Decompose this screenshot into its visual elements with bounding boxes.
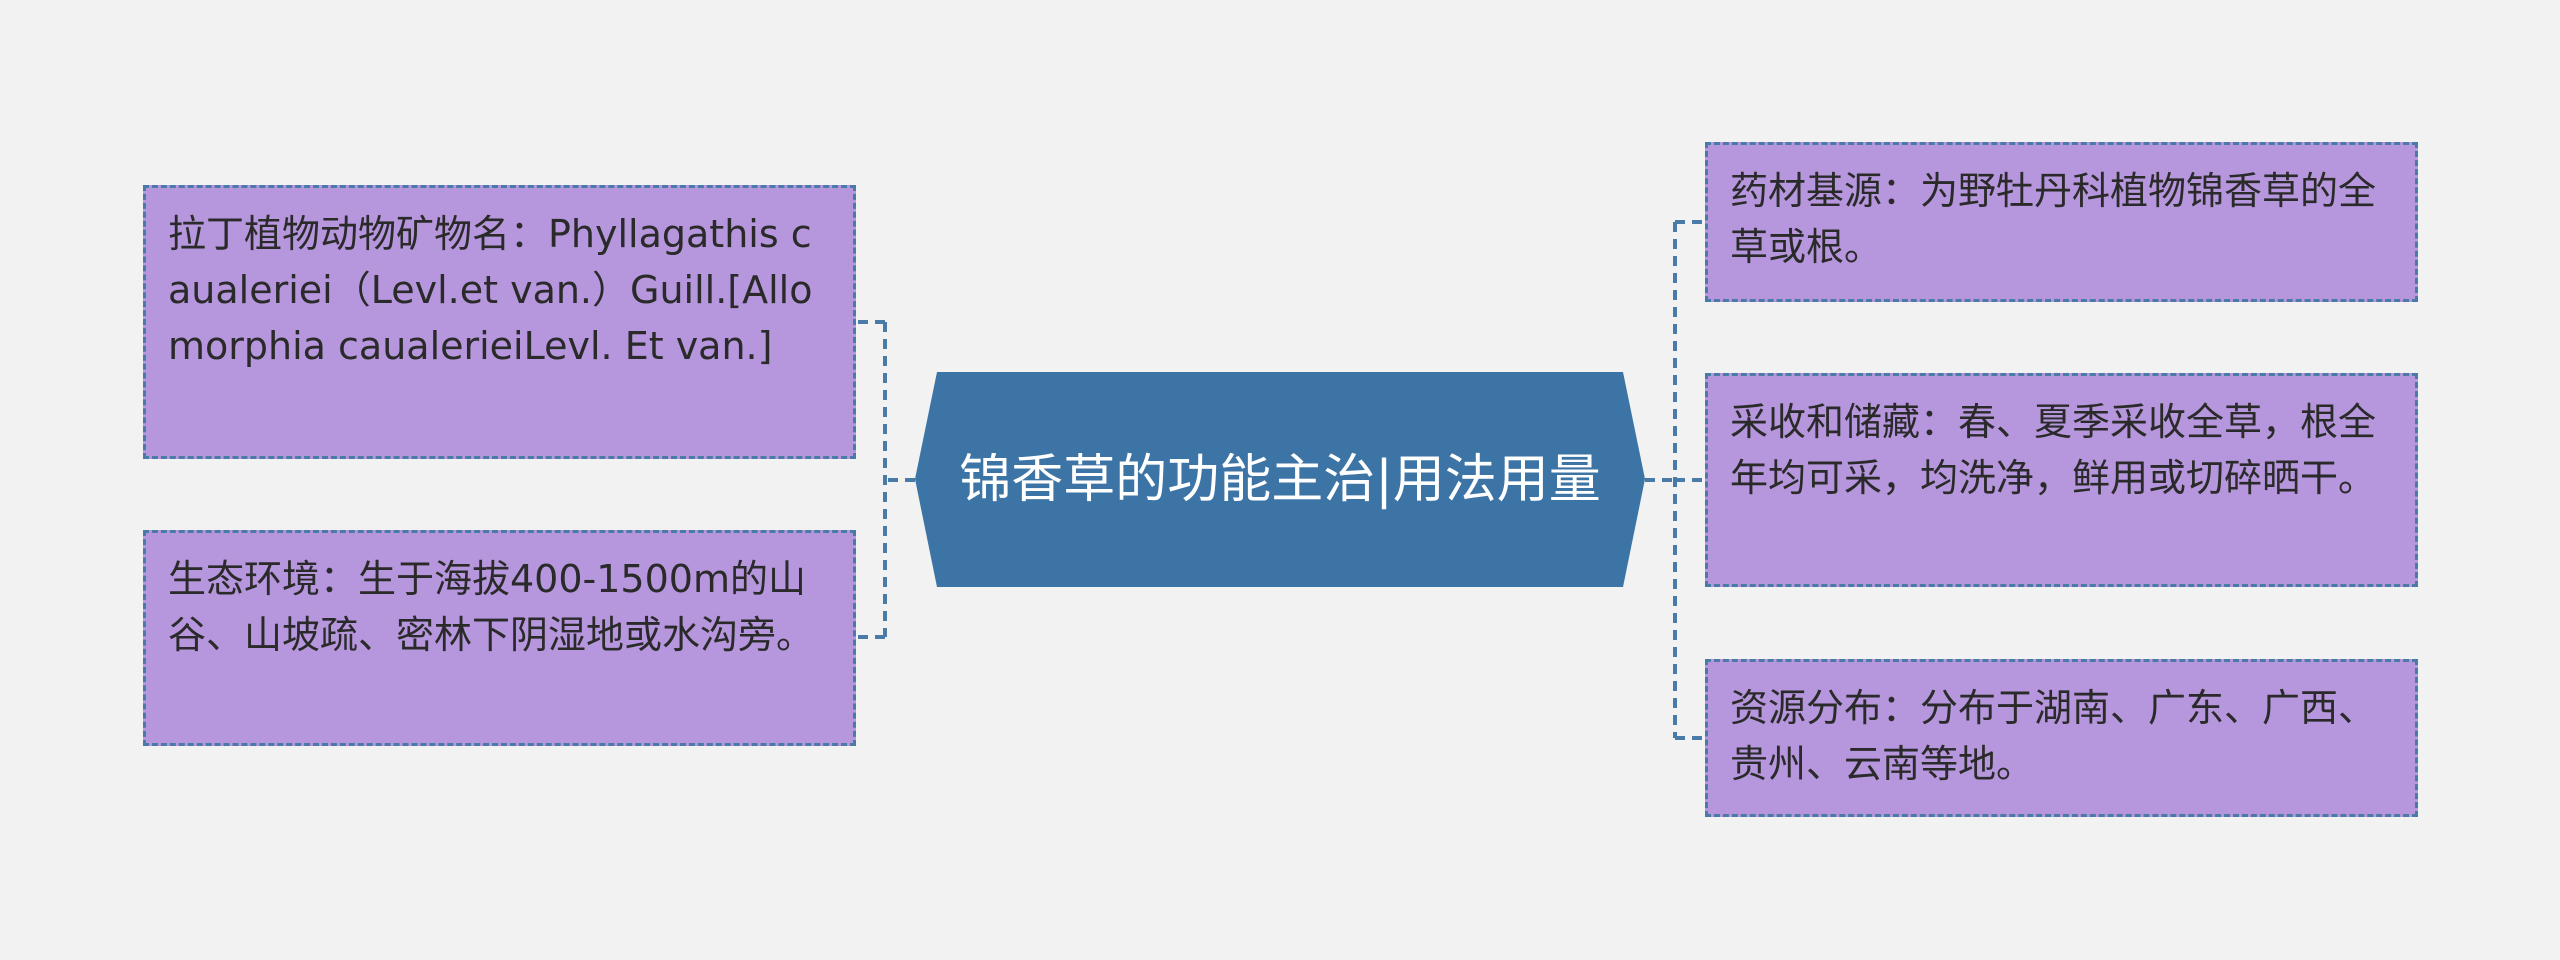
topic-habitat[interactable]: 生态环境：生于海拔400-1500m的山谷、山坡疏、密林下阴湿地或水沟旁。: [143, 530, 856, 746]
topic-latin-name[interactable]: 拉丁植物动物矿物名：Phyllagathis caualeriei（Levl.e…: [143, 185, 856, 459]
topic-harvest-storage-text: 采收和储藏：春、夏季采收全草，根全年均可采，均洗净，鲜用或切碎晒干。: [1730, 400, 2377, 500]
connector-right-trunk: [1645, 220, 1705, 740]
topic-distribution-text: 资源分布：分布于湖南、广东、广西、贵州、云南等地。: [1730, 686, 2377, 786]
central-hexagon-shape: [915, 372, 1645, 587]
topic-habitat-text: 生态环境：生于海拔400-1500m的山谷、山坡疏、密林下阴湿地或水沟旁。: [168, 557, 815, 657]
central-topic[interactable]: 锦香草的功能主治|用法用量: [915, 372, 1645, 587]
topic-distribution[interactable]: 资源分布：分布于湖南、广东、广西、贵州、云南等地。: [1705, 659, 2418, 817]
topic-harvest-storage[interactable]: 采收和储藏：春、夏季采收全草，根全年均可采，均洗净，鲜用或切碎晒干。: [1705, 373, 2418, 587]
topic-latin-name-text: 拉丁植物动物矿物名：Phyllagathis caualeriei（Levl.e…: [168, 212, 813, 368]
topic-source-text: 药材基源：为野牡丹科植物锦香草的全草或根。: [1730, 169, 2377, 269]
topic-source[interactable]: 药材基源：为野牡丹科植物锦香草的全草或根。: [1705, 142, 2418, 302]
connector-left-trunk: [856, 320, 915, 639]
central-topic-title: 锦香草的功能主治|用法用量: [959, 449, 1601, 510]
